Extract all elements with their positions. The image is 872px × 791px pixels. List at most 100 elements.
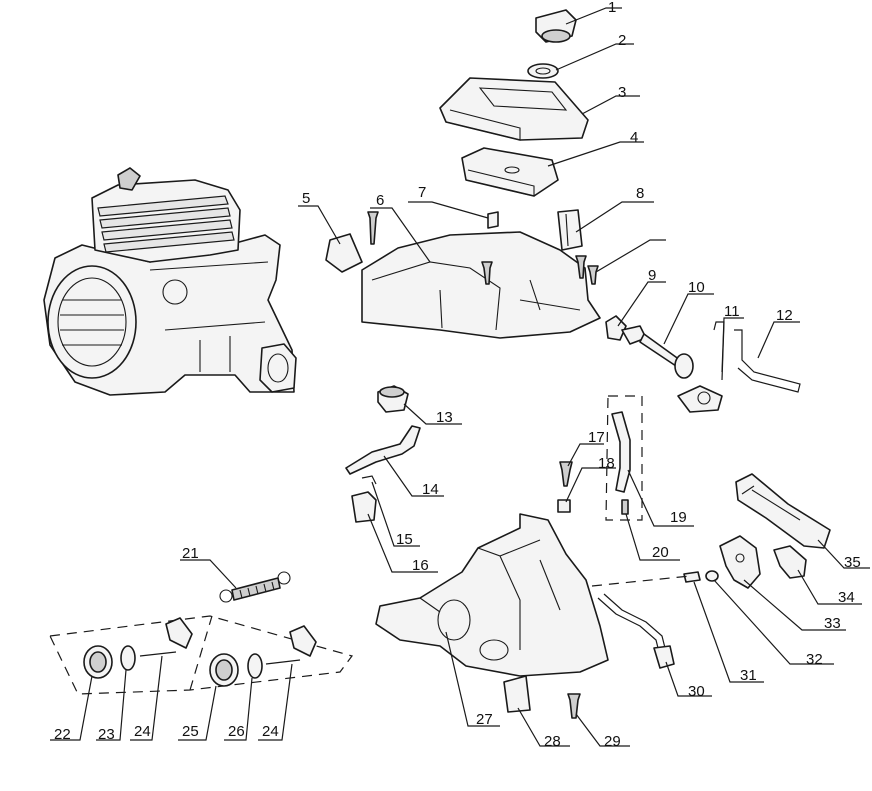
- part-4-air-filter: [461, 147, 559, 197]
- callout-22-label: 22: [54, 726, 71, 743]
- callout-7-label: 7: [418, 184, 426, 201]
- part-35-handle-grip: [735, 473, 831, 549]
- callout-29: 29: [575, 713, 630, 750]
- callout-8-label: 8: [636, 185, 644, 202]
- callout-5: 5: [298, 190, 341, 245]
- part-17-screw: [559, 461, 573, 487]
- callout-23: 23: [96, 669, 127, 743]
- callout-3-label: 3: [618, 84, 626, 101]
- callout-24-first: 24: [130, 655, 163, 741]
- callout-10-label: 10: [688, 279, 705, 296]
- part-21-spring: [219, 571, 291, 603]
- callout-1-label: 1: [608, 0, 616, 16]
- part-22-damper-cap: [83, 645, 113, 679]
- part-10-choke-rod: [621, 325, 694, 379]
- callout-27-label: 27: [476, 711, 493, 728]
- callout-31: 31: [693, 581, 764, 684]
- callout-29-label: 29: [604, 733, 621, 750]
- group-divider: [189, 615, 213, 691]
- callout-30-label: 30: [688, 683, 705, 700]
- part-20-filter: [621, 499, 629, 515]
- callout-25: 25: [178, 685, 217, 741]
- callout-6-label: 6: [376, 192, 384, 209]
- callout-13-label: 13: [436, 409, 453, 426]
- callout-6: 6: [370, 192, 431, 263]
- callout-24-second: 24: [258, 663, 293, 741]
- callout-15: 15: [371, 481, 420, 548]
- callout-9: 9: [617, 267, 666, 327]
- callout-28-label: 28: [544, 733, 561, 750]
- callout-8: 8: [575, 185, 654, 233]
- callout-26-label: 26: [228, 723, 245, 740]
- part-7-grommet: [487, 211, 499, 229]
- callout-25-label: 25: [182, 723, 199, 740]
- part-15-hook: [361, 475, 377, 485]
- part-8-clip: [557, 209, 583, 251]
- part-28-pad: [503, 675, 531, 713]
- callout-4-label: 4: [630, 129, 638, 146]
- screw-leader: [595, 239, 666, 273]
- part-12-wire-rod: [734, 329, 801, 393]
- callout-12: 12: [757, 307, 800, 359]
- part-23-ring: [120, 645, 136, 671]
- callout-9-label: 9: [648, 267, 656, 284]
- callout-16: 16: [367, 513, 438, 574]
- cover-screws: [367, 211, 599, 285]
- callout-5-label: 5: [302, 190, 310, 207]
- part-3-top-cover: [439, 77, 589, 141]
- engine-assembly: [43, 167, 297, 396]
- callout-20-label: 20: [652, 544, 669, 561]
- callout-20: 20: [625, 513, 680, 561]
- axis-line-31-33: [591, 575, 691, 587]
- callout-16-label: 16: [412, 557, 429, 574]
- callout-19: 19: [627, 469, 694, 527]
- part-25-damper-cap: [209, 653, 239, 687]
- callout-34: 34: [797, 569, 862, 606]
- part-18-bushing: [557, 499, 571, 513]
- callout-4: 4: [547, 129, 644, 167]
- part-29-screw: [567, 693, 581, 719]
- callout-11: 11: [721, 303, 744, 373]
- part-30-cable: [597, 593, 675, 669]
- callout-23-label: 23: [98, 726, 115, 743]
- callout-3: 3: [581, 84, 640, 115]
- part-19-20-group-box: [605, 395, 643, 521]
- part-24-damper-pin-second: [265, 625, 317, 665]
- callout-28: 28: [517, 707, 570, 750]
- callout-32: 32: [713, 579, 834, 668]
- callout-34-label: 34: [838, 589, 855, 606]
- callout-14-label: 14: [422, 481, 439, 498]
- part-31-pin: [683, 571, 701, 583]
- callout-35-label: 35: [844, 554, 861, 571]
- callout-31-label: 31: [740, 667, 757, 684]
- part-26-ring: [247, 653, 263, 679]
- part-32-spring: [705, 570, 719, 582]
- callout-30: 30: [665, 661, 712, 700]
- callout-22: 22: [50, 675, 93, 743]
- part-5-damper: [325, 233, 363, 273]
- part-19-fuel-hose: [611, 411, 631, 493]
- part-13-boot: [377, 385, 409, 413]
- callout-27: 27: [445, 631, 500, 728]
- callout-7: 7: [408, 184, 489, 219]
- part-16-block: [351, 491, 377, 523]
- callout-18-label: 18: [598, 455, 615, 472]
- callout-10: 10: [663, 279, 714, 345]
- callout-17-label: 17: [588, 429, 605, 446]
- callouts: 1 2 3 4 5 6 7: [50, 0, 870, 750]
- callout-26: 26: [224, 677, 253, 741]
- part-27-main-housing: [375, 513, 609, 677]
- part-2-washer: [527, 63, 559, 79]
- callout-15-label: 15: [396, 531, 413, 548]
- callout-12-label: 12: [776, 307, 793, 324]
- part-1-filter-knob: [535, 9, 577, 43]
- callout-21-label: 21: [182, 545, 199, 562]
- vibration-damper-group-box: [49, 615, 354, 695]
- callout-24-second-label: 24: [262, 723, 279, 740]
- part-24-damper-pin: [139, 617, 193, 657]
- callout-11-label: 11: [724, 303, 740, 320]
- callout-35: 35: [817, 539, 870, 571]
- callout-33: 33: [743, 579, 846, 632]
- callout-24-first-label: 24: [134, 723, 151, 740]
